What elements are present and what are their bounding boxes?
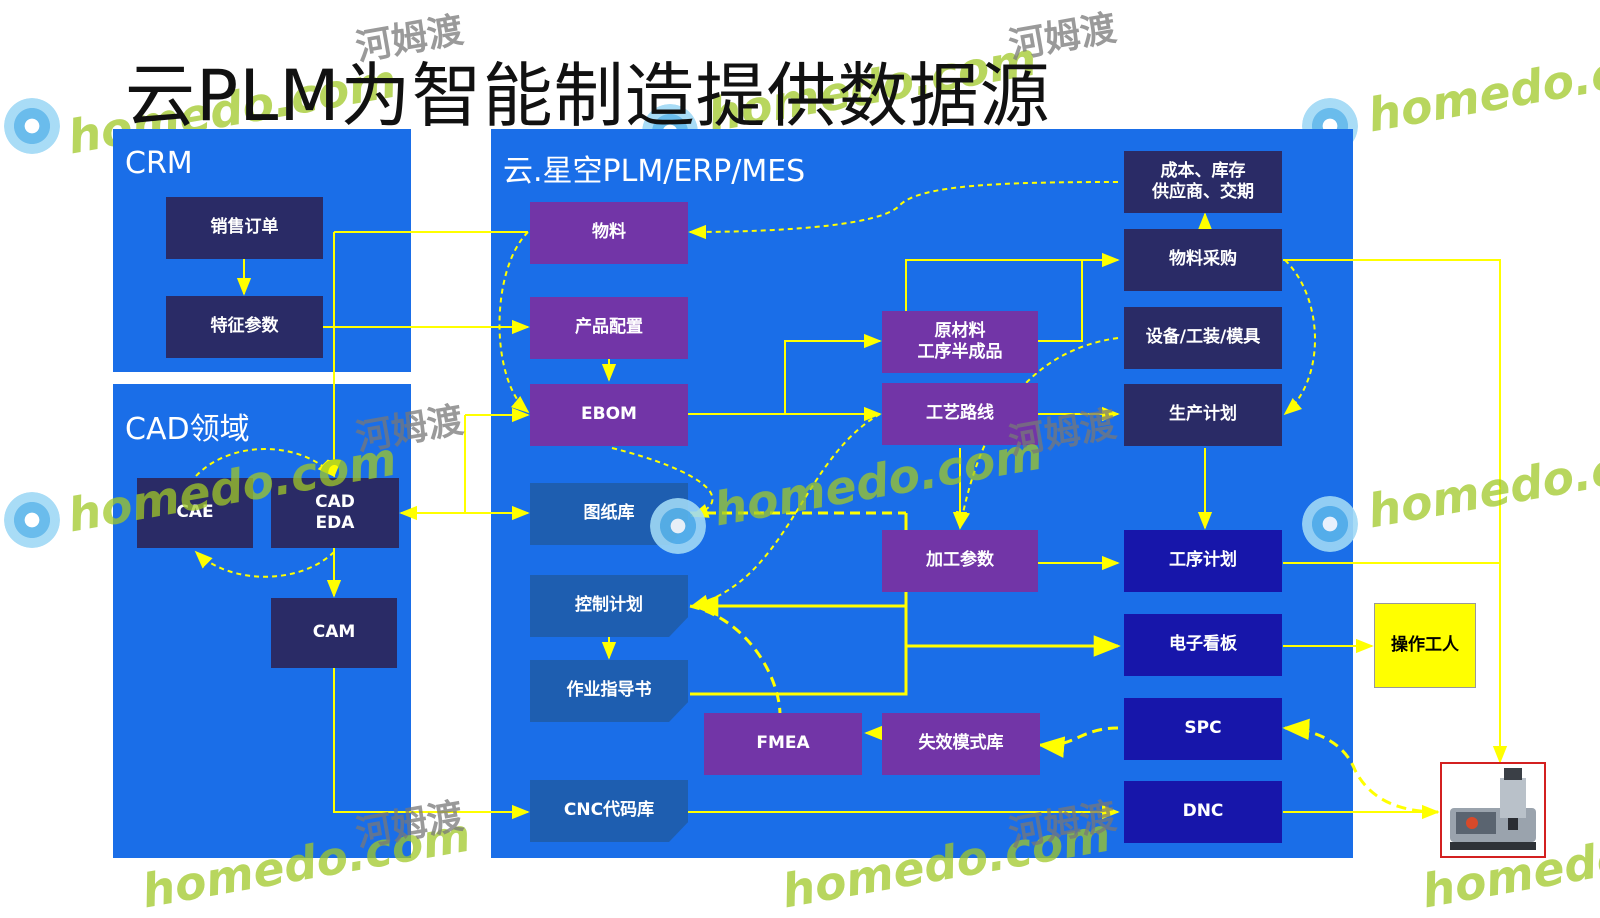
cnc-machine-icon — [1440, 762, 1546, 858]
homedo-flower-icon — [4, 98, 60, 154]
operation-plan-node: 工序计划 — [1124, 530, 1282, 592]
homedo-flower-icon — [1302, 496, 1358, 552]
product-config-node: 产品配置 — [530, 297, 688, 359]
material-node: 物料 — [530, 202, 688, 264]
dnc-node: DNC — [1124, 781, 1282, 843]
failure-mode-lib-node: 失效模式库 — [882, 713, 1040, 775]
cad-panel-label: CAD领域 — [125, 412, 250, 447]
work-instruction-node: 作业指导书 — [530, 660, 688, 722]
procurement-node: 物料采购 — [1124, 229, 1282, 291]
ebom-node: EBOM — [530, 384, 688, 446]
production-plan-node: 生产计划 — [1124, 384, 1282, 446]
page-title: 云PLM为智能制造提供数据源 — [125, 55, 1051, 137]
main-panel-label: 云.星空PLM/ERP/MES — [503, 154, 806, 189]
process-route-node: 工艺路线 — [882, 383, 1038, 445]
e-board-node: 电子看板 — [1124, 614, 1282, 676]
cad-eda-node: CAD EDA — [271, 478, 399, 548]
cae-node: CAE — [137, 478, 253, 548]
operator-node: 操作工人 — [1374, 603, 1476, 688]
fmea-node: FMEA — [704, 713, 862, 775]
cost-inventory-node: 成本、库存 供应商、交期 — [1124, 151, 1282, 213]
sales-order-node: 销售订单 — [166, 197, 323, 259]
equipment-node: 设备/工装/模具 — [1124, 307, 1282, 369]
crm-panel-label: CRM — [125, 146, 193, 181]
cnc-code-lib-node: CNC代码库 — [530, 780, 688, 842]
spc-node: SPC — [1124, 698, 1282, 760]
feature-params-node: 特征参数 — [166, 296, 323, 358]
raw-material-node: 原材料 工序半成品 — [882, 311, 1038, 373]
cam-node: CAM — [271, 598, 397, 668]
control-plan-node: 控制计划 — [530, 575, 688, 637]
homedo-flower-icon — [650, 498, 706, 554]
machining-params-node: 加工参数 — [882, 530, 1038, 592]
homedo-flower-icon — [4, 492, 60, 548]
